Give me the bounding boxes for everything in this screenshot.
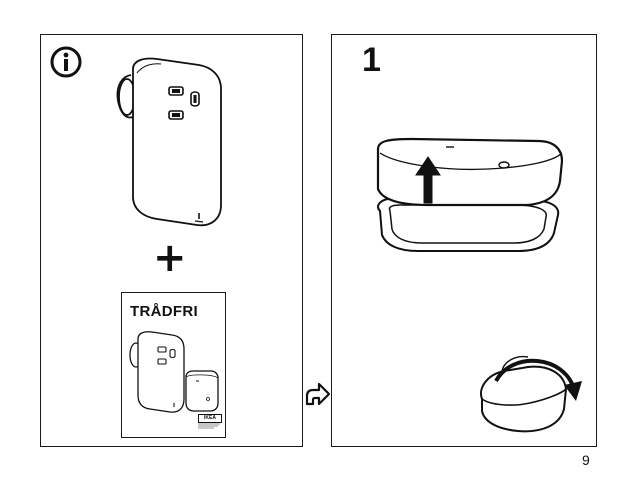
lift-up-arrow-icon xyxy=(415,156,441,204)
remote-on-mount-illustration xyxy=(376,137,564,252)
manual-booklet: TRÅDFRI IKEA xyxy=(121,292,226,438)
manual-fine-print xyxy=(198,423,220,429)
plus-sign: + xyxy=(153,235,187,281)
left-panel: + TRÅDFRI IKEA xyxy=(40,34,303,447)
manual-remote-illustration xyxy=(185,370,219,412)
rotate-remote-illustration xyxy=(480,355,582,433)
ikea-logo: IKEA xyxy=(198,414,222,423)
rotate-arrow-icon xyxy=(494,358,576,390)
next-step-arrow-icon xyxy=(305,382,331,406)
smart-plug-icon xyxy=(116,57,222,227)
step-number: 1 xyxy=(362,41,381,79)
right-panel: 1 xyxy=(331,34,597,447)
info-icon xyxy=(50,46,82,78)
page-number: 9 xyxy=(582,452,590,468)
manual-plug-illustration xyxy=(129,331,185,413)
manual-title: TRÅDFRI xyxy=(130,303,198,320)
